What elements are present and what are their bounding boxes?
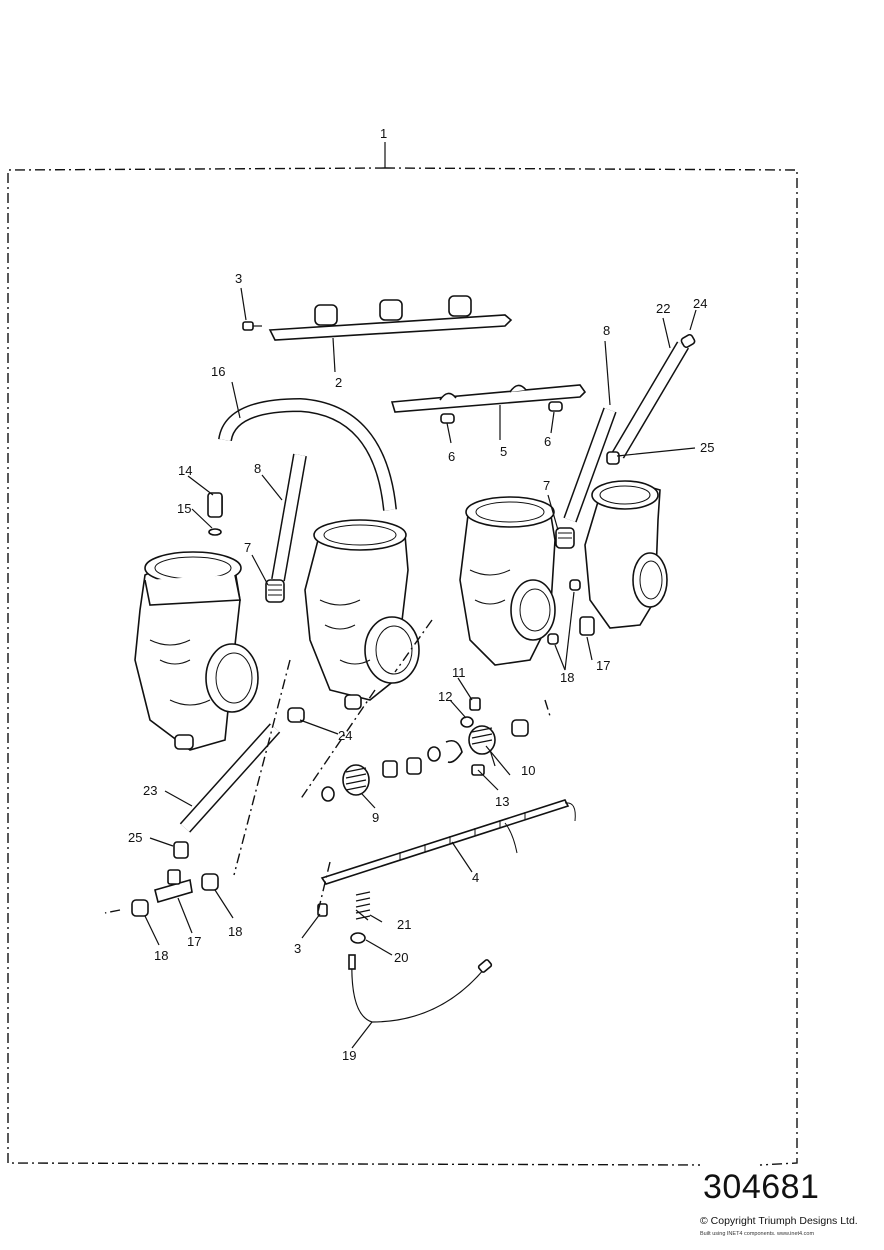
part-17-tee-left <box>154 869 193 904</box>
callout-9: 9 <box>372 810 379 825</box>
callout-13: 13 <box>495 794 509 809</box>
part-18-cap-a <box>131 899 149 917</box>
callout-12: 12 <box>438 689 452 704</box>
callout-11: 11 <box>452 665 466 680</box>
part-23-hose <box>179 723 281 833</box>
part-4-linkage-bar <box>320 799 576 885</box>
callout-8-left: 8 <box>254 461 261 476</box>
part-20-nut <box>350 932 366 944</box>
callout-24-left: 24 <box>338 728 352 743</box>
callout-22: 22 <box>656 301 670 316</box>
callout-4: 4 <box>472 870 479 885</box>
part-7-fitting-right <box>555 527 575 549</box>
callout-16: 16 <box>211 364 225 379</box>
callout-17-left: 17 <box>187 934 201 949</box>
callout-18-left-b: 18 <box>228 924 242 939</box>
callout-25-left: 25 <box>128 830 142 845</box>
carburettor-4 <box>584 480 668 629</box>
callout-18-right: 18 <box>560 670 574 685</box>
callout-21: 21 <box>397 917 411 932</box>
leader-lines <box>144 287 697 1049</box>
built-by-notice: Built using INET4 components. www.inet4.… <box>700 1231 815 1237</box>
callout-3-bottom: 3 <box>294 941 301 956</box>
part-7-fitting-left <box>265 579 285 603</box>
carburettor-1 <box>134 494 259 751</box>
part-5-bracket <box>390 384 587 424</box>
callout-19: 19 <box>342 1048 356 1063</box>
callout-15: 15 <box>177 501 191 516</box>
part-8-hose-left <box>271 453 307 582</box>
part-16-hose <box>218 397 397 511</box>
callout-6-right: 6 <box>544 434 551 449</box>
linkage-parts <box>321 697 529 802</box>
part-18-small-a <box>569 579 581 591</box>
callout-6-left: 6 <box>448 449 455 464</box>
part-19-cable <box>348 954 493 1023</box>
callout-17-right: 17 <box>596 658 610 673</box>
part-18-small-b <box>547 633 559 645</box>
part-8-hose-right <box>563 407 617 523</box>
part-15-oring <box>208 528 222 536</box>
callout-7-left: 7 <box>244 540 251 555</box>
copyright-notice: © Copyright Triumph Designs Ltd. <box>700 1215 858 1227</box>
callout-2: 2 <box>335 375 342 390</box>
part-22-hose <box>606 333 696 465</box>
part-14-cap <box>207 492 223 518</box>
callout-labels: 1 2 3 3 4 5 6 6 7 7 8 8 9 10 11 12 13 14… <box>128 126 714 1063</box>
callout-25-right: 25 <box>700 440 714 455</box>
part-18-cap-b <box>201 873 219 891</box>
diagram-reference-number: 304681 <box>703 1168 820 1206</box>
callout-10: 10 <box>521 763 535 778</box>
callout-5: 5 <box>500 444 507 459</box>
kit-boundary <box>7 142 798 1166</box>
part-3-screw-top <box>242 321 262 331</box>
callout-3-top: 3 <box>235 271 242 286</box>
callout-23: 23 <box>143 783 157 798</box>
assembly-guides <box>104 619 551 914</box>
callout-7-right: 7 <box>543 478 550 493</box>
part-17-tee-right <box>579 616 595 636</box>
callout-24-right: 24 <box>693 296 707 311</box>
part-25-cap <box>173 841 189 859</box>
callout-20: 20 <box>394 950 408 965</box>
part-2-manifold-rail <box>268 295 513 341</box>
carburettor-3 <box>459 496 556 666</box>
callout-14: 14 <box>178 463 192 478</box>
part-24-cap <box>287 707 305 723</box>
callout-18-left-a: 18 <box>154 948 168 963</box>
carburettor-2 <box>304 519 420 710</box>
part-21-spring <box>355 891 371 920</box>
callout-1: 1 <box>380 126 387 141</box>
callout-8-right: 8 <box>603 323 610 338</box>
